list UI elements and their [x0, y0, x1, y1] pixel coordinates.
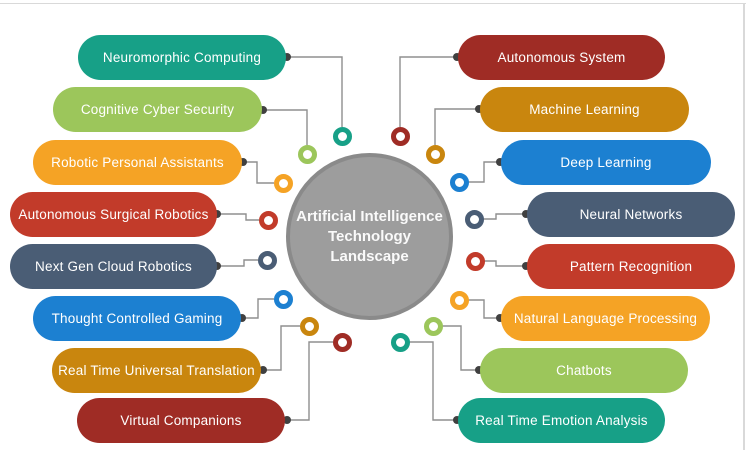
- wire-thought-controlled-gaming: [242, 298, 274, 319]
- wire-pattern-recognition: [484, 260, 526, 267]
- ring-icon-neural-networks: [464, 209, 484, 229]
- node-real-time-emotion-analysis: Real Time Emotion Analysis: [458, 397, 665, 443]
- node-neuromorphic-computing: Neuromorphic Computing: [78, 34, 286, 80]
- wire-cognitive-cyber-security: [263, 109, 308, 145]
- diagram-title-line1: Artificial Intelligence: [296, 207, 443, 225]
- node-cognitive-cyber-security: Cognitive Cyber Security: [53, 86, 262, 132]
- node-label: Deep Learning: [560, 154, 652, 170]
- node-label: Robotic Personal Assistants: [51, 154, 224, 170]
- ring-icon-cognitive-cyber-security: [297, 144, 317, 164]
- ring-icon-real-time-universal-translation: [299, 316, 319, 336]
- node-neural-networks: Neural Networks: [527, 191, 735, 237]
- ring-icon-autonomous-surgical-robotics: [258, 210, 278, 230]
- wire-real-time-universal-translation: [263, 325, 300, 371]
- ring-icon-natural-language-processing: [449, 290, 469, 310]
- center-circle: Artificial Intelligence Technology Lands…: [286, 153, 453, 320]
- page-border-right: [743, 3, 745, 450]
- node-label: Natural Language Processing: [513, 310, 698, 326]
- node-chatbots: Chatbots: [480, 347, 688, 393]
- wire-autonomous-surgical-robotics: [217, 213, 259, 221]
- diagram-title-line3: Landscape: [330, 247, 409, 265]
- dot-virtual-companions: [283, 416, 291, 424]
- node-label: Real Time Emotion Analysis: [475, 412, 648, 428]
- ring-icon-real-time-emotion-analysis: [390, 332, 410, 352]
- node-real-time-universal-translation: Real Time Universal Translation: [52, 347, 261, 393]
- wire-next-gen-cloud-robotics: [217, 259, 258, 267]
- node-label: Pattern Recognition: [569, 258, 693, 274]
- wire-autonomous-system: [399, 56, 457, 127]
- node-label: Neural Networks: [579, 206, 683, 222]
- ring-icon-next-gen-cloud-robotics: [257, 250, 277, 270]
- node-label: Machine Learning: [529, 101, 640, 117]
- node-label: Virtual Companions: [120, 412, 242, 428]
- ring-icon-machine-learning: [425, 144, 445, 164]
- wire-virtual-companions: [287, 341, 333, 421]
- wire-neural-networks: [483, 213, 526, 220]
- ring-icon-chatbots: [423, 316, 443, 336]
- wire-machine-learning: [434, 108, 479, 145]
- node-label: Thought Controlled Gaming: [51, 310, 223, 326]
- node-robotic-personal-assistants: Robotic Personal Assistants: [33, 139, 242, 185]
- node-label: Cognitive Cyber Security: [80, 101, 235, 117]
- wire-chatbots: [442, 325, 479, 371]
- ring-icon-thought-controlled-gaming: [273, 289, 293, 309]
- page-border-top: [0, 3, 746, 4]
- node-autonomous-system: Autonomous System: [458, 34, 665, 80]
- node-pattern-recognition: Pattern Recognition: [527, 243, 735, 289]
- ring-icon-autonomous-system: [390, 126, 410, 146]
- ring-icon-pattern-recognition: [465, 251, 485, 271]
- node-label: Chatbots: [556, 362, 612, 378]
- node-label: Autonomous System: [497, 49, 626, 65]
- wire-robotic-personal-assistants: [243, 161, 274, 184]
- dot-real-time-universal-translation: [259, 366, 267, 374]
- node-autonomous-surgical-robotics: Autonomous Surgical Robotics: [10, 191, 217, 237]
- node-thought-controlled-gaming: Thought Controlled Gaming: [33, 295, 241, 341]
- node-natural-language-processing: Natural Language Processing: [501, 295, 710, 341]
- node-virtual-companions: Virtual Companions: [77, 397, 285, 443]
- ring-icon-neuromorphic-computing: [332, 126, 352, 146]
- node-label: Real Time Universal Translation: [58, 362, 255, 378]
- node-label: Autonomous Surgical Robotics: [18, 206, 209, 222]
- wire-deep-learning: [468, 161, 500, 183]
- node-label: Next Gen Cloud Robotics: [35, 258, 192, 274]
- node-deep-learning: Deep Learning: [501, 139, 711, 185]
- ring-icon-virtual-companions: [332, 332, 352, 352]
- wire-real-time-emotion-analysis: [409, 341, 457, 421]
- ring-icon-deep-learning: [449, 172, 469, 192]
- wire-neuromorphic-computing: [287, 56, 343, 127]
- ring-icon-robotic-personal-assistants: [273, 173, 293, 193]
- node-next-gen-cloud-robotics: Next Gen Cloud Robotics: [10, 243, 217, 289]
- node-label: Neuromorphic Computing: [102, 49, 262, 65]
- diagram-title-line2: Technology: [327, 227, 412, 245]
- wire-natural-language-processing: [468, 299, 500, 319]
- node-machine-learning: Machine Learning: [480, 86, 689, 132]
